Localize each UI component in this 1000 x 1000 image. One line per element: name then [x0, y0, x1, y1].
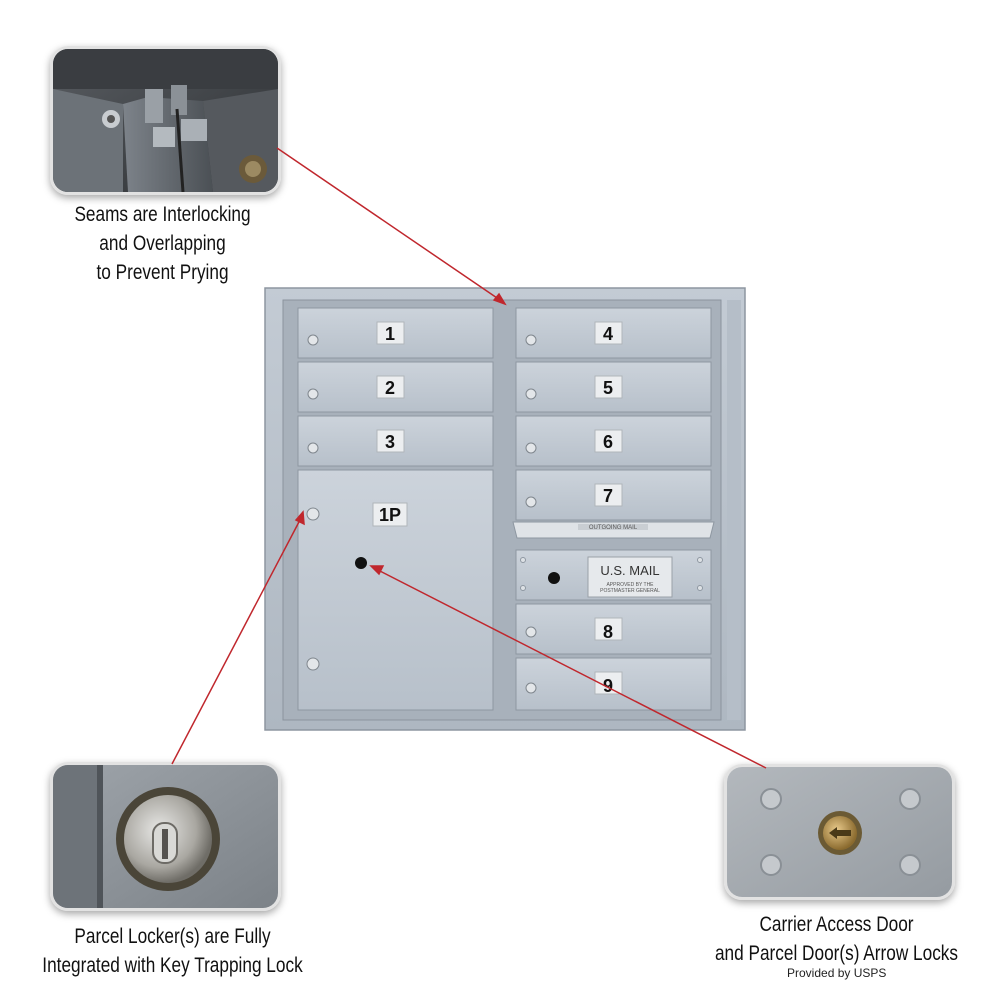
seams-caption: Seams are Interlocking and Overlapping t…	[70, 200, 255, 287]
mailbox-door-3[interactable]	[297, 415, 494, 467]
mailbox-door-1[interactable]	[297, 307, 494, 359]
arrow-lock-icon	[727, 767, 952, 897]
caption-line: Integrated with Key Trapping Lock	[42, 954, 303, 977]
parcel-arrow-lock	[355, 557, 367, 569]
arrow-lock-pointer-line	[377, 569, 767, 769]
usps-plate-subtitle: POSTMASTER GENERAL	[600, 588, 660, 594]
arrow-lock-caption: Carrier Access Door and Parcel Door(s) A…	[695, 910, 978, 968]
caption-line: and Overlapping	[99, 232, 226, 255]
interlocking-seam-icon	[53, 49, 278, 192]
caption-line: and Parcel Door(s) Arrow Locks	[714, 942, 959, 965]
carrier-arrow-lock	[548, 572, 560, 584]
door-number: 4	[603, 324, 613, 344]
parcel-lock-icon	[53, 765, 278, 908]
mailbox-door-4[interactable]	[515, 307, 712, 359]
mailbox-door-5[interactable]	[515, 361, 712, 413]
outgoing-mail-slot[interactable]	[512, 521, 715, 539]
mailbox-door-6[interactable]	[515, 415, 712, 467]
door-number: 9	[603, 676, 613, 696]
parcel-lock-closeup-image	[50, 762, 281, 911]
caption-line: Parcel Locker(s) are Fully	[74, 925, 271, 948]
carrier-access-door[interactable]	[515, 549, 712, 601]
parcel-lock-caption: Parcel Locker(s) are Fully Integrated wi…	[31, 922, 314, 980]
mailbox-door-2[interactable]	[297, 361, 494, 413]
mailbox-door-9[interactable]	[515, 657, 712, 711]
door-number: 1	[385, 324, 395, 344]
usps-credit: Provided by USPS	[787, 966, 887, 980]
usps-plate	[587, 556, 673, 598]
door-number: 2	[385, 378, 395, 398]
caption-line: Carrier Access Door	[759, 913, 914, 936]
caption-line: Seams are Interlocking	[74, 203, 251, 226]
mailbox-door-8[interactable]	[515, 603, 712, 655]
arrowhead-icon	[294, 510, 305, 526]
arrowhead-icon	[369, 565, 385, 576]
caption-line: to Prevent Prying	[96, 261, 229, 284]
parcel-locker-door[interactable]	[297, 469, 494, 711]
usps-plate-subtitle: APPROVED BY THE	[606, 582, 654, 588]
pointer-lines	[171, 147, 767, 769]
door-number: 6	[603, 432, 613, 452]
door-number: 3	[385, 432, 395, 452]
outgoing-mail-label: OUTGOING MAIL	[589, 525, 638, 531]
mailbox-door-7[interactable]	[515, 469, 712, 521]
door-number: 7	[603, 486, 613, 506]
arrowhead-icon	[492, 292, 507, 306]
door-number: 8	[603, 622, 613, 642]
usps-plate-title: U.S. MAIL	[600, 563, 659, 578]
seam-closeup-image	[50, 46, 281, 195]
parcel-lock-pointer-line	[171, 519, 301, 765]
door-number: 5	[603, 378, 613, 398]
parcel-door-number: 1P	[379, 505, 401, 525]
seam-pointer-line	[276, 147, 501, 301]
arrow-lock-closeup-image	[724, 764, 955, 900]
